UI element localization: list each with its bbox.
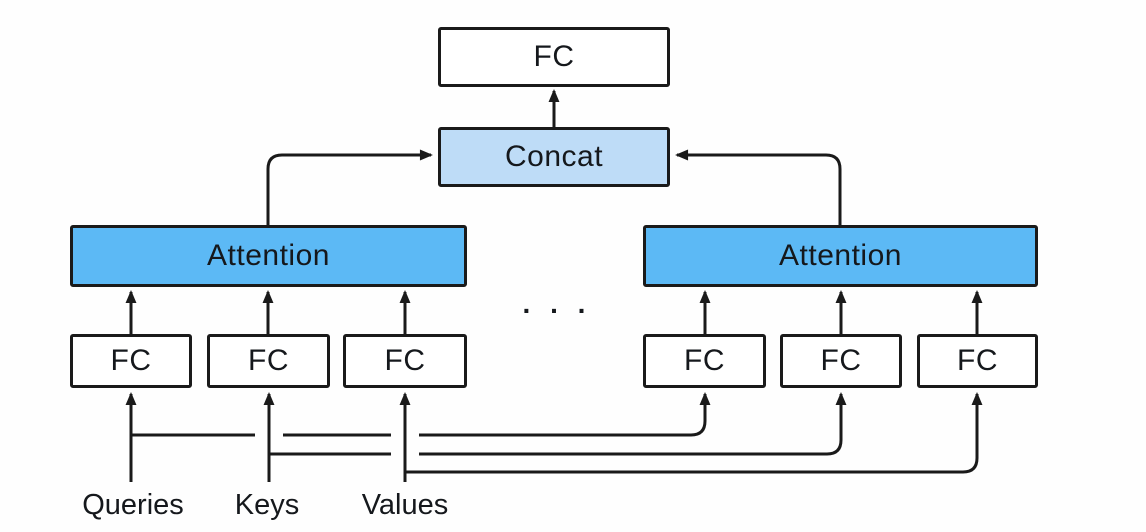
concat-box: Concat: [438, 127, 670, 187]
fc-left-3-box: FC: [343, 334, 467, 388]
fc-right-1-box: FC: [643, 334, 766, 388]
output-fc-box: FC: [438, 27, 670, 87]
queries-label: Queries: [82, 489, 184, 521]
arrow-attention-right-to-concat: [675, 149, 842, 226]
fc-left-2-box: FC: [207, 334, 330, 388]
fc-right-2-box: FC: [780, 334, 902, 388]
fc-left-1-box: FC: [70, 334, 192, 388]
ellipsis-heads: . . .: [522, 288, 592, 319]
arrow-values-to-fc6: [405, 392, 983, 474]
arrow-attention-left-to-concat: [266, 149, 433, 226]
arrow-keys-to-fc5: [269, 394, 841, 456]
attention-right-box: Attention: [643, 225, 1038, 287]
attention-left-box: Attention: [70, 225, 467, 287]
keys-label: Keys: [234, 489, 300, 521]
fc-right-3-box: FC: [917, 334, 1038, 388]
arrow-queries-to-fc4: [131, 394, 705, 437]
values-label: Values: [361, 489, 449, 521]
